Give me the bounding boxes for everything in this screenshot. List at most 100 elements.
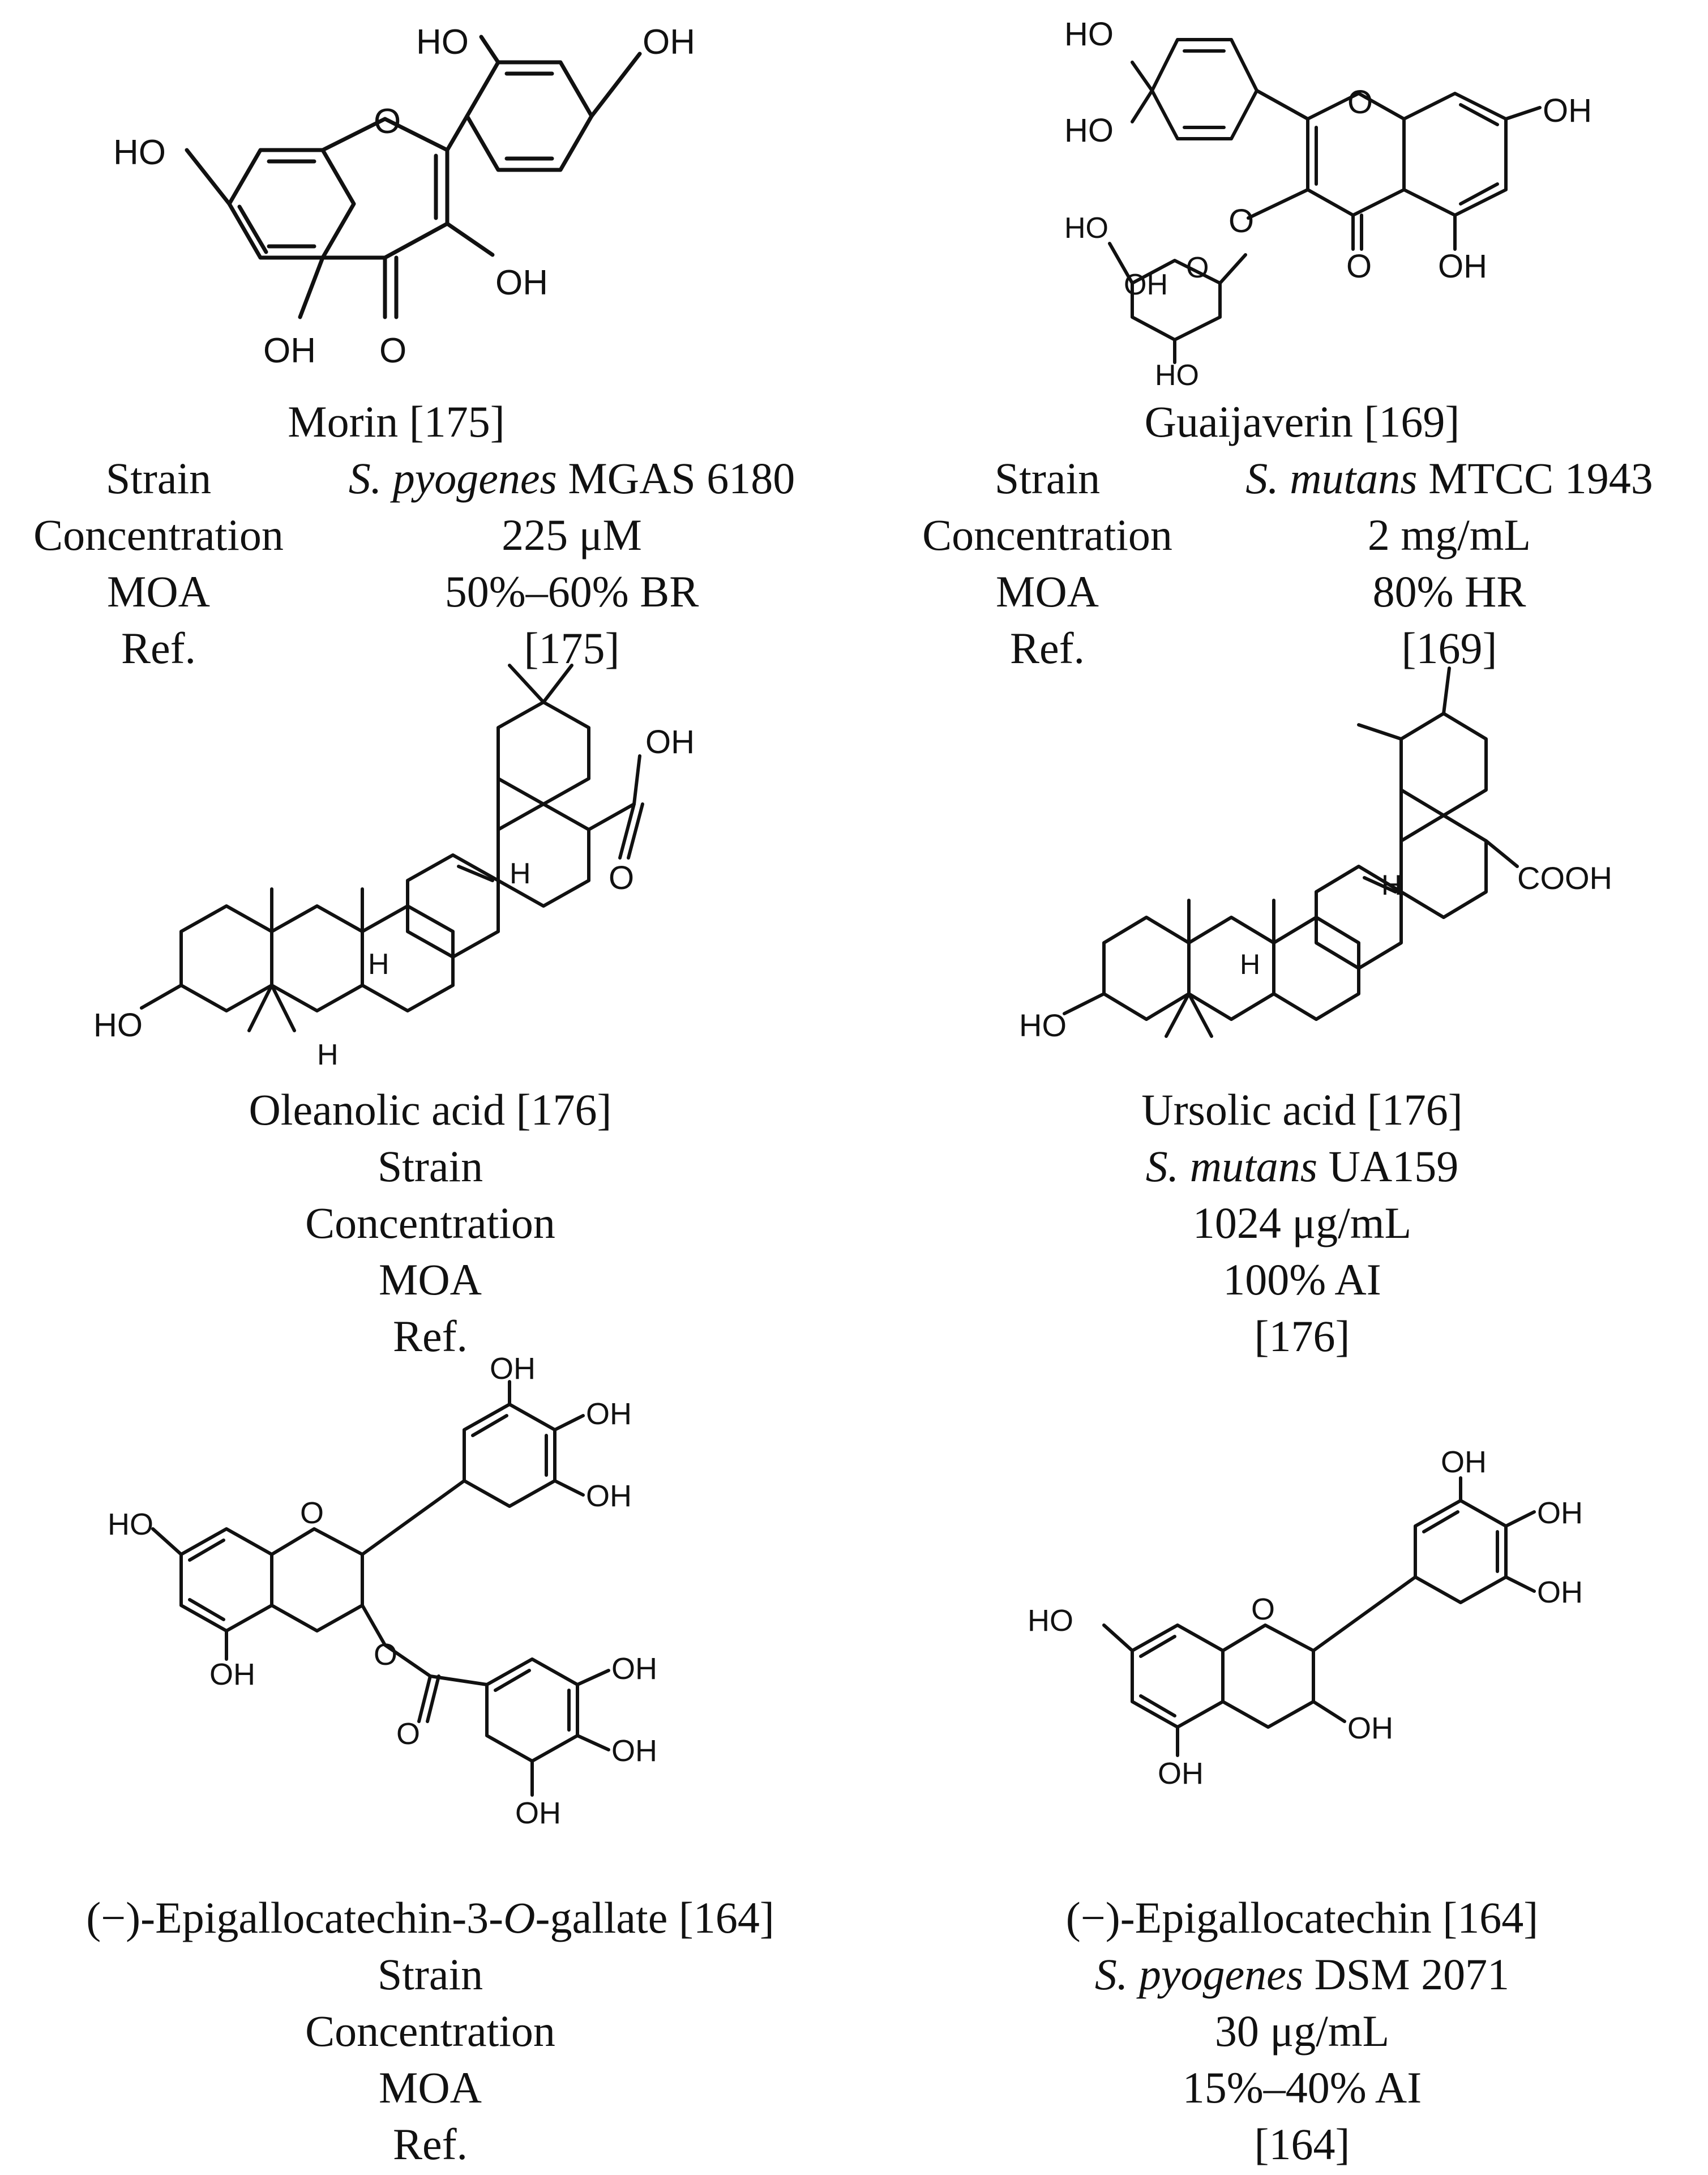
ursolic-value-concentration: 1024 μg/mL	[1192, 1198, 1412, 1247]
guaijaverin-label-concentration: Concentration	[922, 510, 1172, 559]
guaijaverin-value-moa: 80% HR	[1372, 567, 1526, 616]
strain-id: MGAS 6180	[557, 454, 795, 503]
guaijaverin-atom: OH	[1438, 248, 1487, 285]
morin-label-moa: MOA	[106, 567, 210, 616]
morin-atom: O	[374, 102, 401, 141]
egcg-label-concentration: Concentration	[305, 2006, 555, 2056]
oleanolic-name: Oleanolic acid [176]	[249, 1085, 612, 1134]
egcg-atom: O	[374, 1638, 397, 1672]
morin-value-ref: [175]	[524, 623, 620, 673]
ursolic-atom: H	[1240, 948, 1260, 980]
egcg-atom: OH	[611, 1734, 657, 1768]
egc-atom: OH	[1347, 1711, 1393, 1745]
guaijaverin-skeleton	[1108, 38, 1542, 364]
oleanolic-label-ref: Ref.	[392, 1311, 468, 1361]
egc-value-ref: [164]	[1254, 2120, 1350, 2169]
morin-atom: OH	[495, 263, 548, 302]
oleanolic-atom: H	[510, 857, 531, 890]
egcg-atom: O	[300, 1496, 324, 1530]
guaijaverin-name: Guaijaverin [169]	[1144, 397, 1460, 446]
egc-value-moa: 15%–40% AI	[1182, 2063, 1422, 2112]
morin-value-concentration: 225 μM	[502, 510, 642, 559]
egcg-atom: OH	[586, 1479, 632, 1513]
egcg-label-ref: Ref.	[392, 2120, 468, 2169]
oleanolic-atom: HO	[93, 1007, 143, 1044]
strain-species: S. mutans	[1245, 454, 1418, 503]
guaijaverin-atom: HO	[1155, 359, 1199, 392]
oleanolic-label-strain: Strain	[377, 1142, 483, 1191]
guaijaverin-label-moa: MOA	[995, 567, 1099, 616]
egcg-name-post: -gallate [164]	[535, 1893, 774, 1942]
egcg-name-italic: O	[503, 1893, 536, 1942]
egc-atom: OH	[1537, 1496, 1583, 1530]
egc-atom: OH	[1537, 1575, 1583, 1609]
egcg-atom: OH	[209, 1657, 255, 1691]
oleanolic-atom: H	[368, 948, 389, 981]
guaijaverin-value-ref: [169]	[1401, 623, 1497, 673]
egcg-name: (−)-Epigallocatechin-3-O-gallate [164]	[0, 1890, 861, 1946]
ursolic-value-strain: S. mutans UA159	[1076, 1138, 1529, 1195]
oleanolic-skeleton	[140, 664, 644, 1032]
egc-value-strain: S. pyogenes DSM 2071	[1076, 1946, 1529, 2003]
morin-atom: HO	[113, 133, 166, 172]
ursolic-name: Ursolic acid [176]	[1141, 1085, 1463, 1134]
guaijaverin-value-strain: S. mutans MTCC 1943	[1195, 450, 1704, 507]
morin-atom: O	[379, 331, 406, 370]
egcg-label-strain: Strain	[377, 1950, 483, 1999]
guaijaverin-atom: O	[1347, 84, 1373, 121]
egcg-atom: HO	[108, 1507, 153, 1541]
egc-atom: OH	[1441, 1445, 1487, 1479]
oleanolic-atom: H	[317, 1039, 339, 1071]
morin-name: Morin [175]	[288, 397, 505, 446]
egcg-label-moa: MOA	[378, 2063, 482, 2112]
guaijaverin-label-ref: Ref.	[1009, 623, 1085, 673]
egcg-atom: O	[396, 1717, 420, 1751]
oleanolic-label-moa: MOA	[378, 1255, 482, 1304]
strain-id: DSM 2071	[1303, 1950, 1510, 1999]
morin-label-concentration: Concentration	[33, 510, 284, 559]
egcg-name-pre: (−)-Epigallocatechin-3-	[86, 1893, 504, 1942]
morin-atom: OH	[263, 331, 316, 370]
ursolic-atom: H	[1381, 869, 1402, 901]
egc-value-concentration: 30 μg/mL	[1214, 2006, 1390, 2056]
egc-atom: HO	[1028, 1604, 1073, 1638]
egcg-atom: OH	[515, 1796, 561, 1830]
ursolic-atom: HO	[1019, 1007, 1067, 1043]
guaijaverin-atom: HO	[1064, 212, 1108, 245]
strain-id: MTCC 1943	[1417, 454, 1653, 503]
morin-atom: HO	[416, 23, 469, 62]
morin-skeleton	[185, 35, 642, 319]
egc-name: (−)-Epigallocatechin [164]	[1065, 1893, 1539, 1942]
guaijaverin-atom: OH	[1124, 268, 1168, 301]
guaijaverin-atom: OH	[1543, 92, 1592, 129]
guaijaverin-atom: O	[1186, 251, 1209, 284]
oleanolic-label-concentration: Concentration	[305, 1198, 555, 1247]
oleanolic-atom: O	[609, 860, 634, 896]
egcg-atom: OH	[586, 1397, 632, 1431]
strain-species: S. pyogenes	[348, 454, 557, 503]
ursolic-value-ref: [176]	[1254, 1311, 1350, 1361]
ursolic-atom: COOH	[1517, 860, 1612, 896]
guaijaverin-atom: HO	[1064, 112, 1114, 149]
morin-label-ref: Ref.	[121, 623, 196, 673]
guaijaverin-atom: O	[1228, 203, 1254, 240]
ursolic-skeleton	[1063, 666, 1519, 1038]
ursolic-value-moa: 100% AI	[1223, 1255, 1381, 1304]
egc-atom: OH	[1158, 1757, 1204, 1791]
egcg-skeleton	[151, 1380, 610, 1797]
guaijaverin-label-strain: Strain	[994, 454, 1101, 503]
egc-atom: O	[1251, 1592, 1275, 1626]
guaijaverin-atom: HO	[1064, 16, 1114, 53]
morin-atom: OH	[643, 23, 695, 62]
morin-label-strain: Strain	[105, 454, 212, 503]
strain-id: UA159	[1317, 1142, 1459, 1191]
egc-skeleton	[1102, 1476, 1536, 1757]
oleanolic-atom: OH	[645, 724, 695, 760]
morin-value-strain: S. pyogenes MGAS 6180	[306, 450, 838, 507]
